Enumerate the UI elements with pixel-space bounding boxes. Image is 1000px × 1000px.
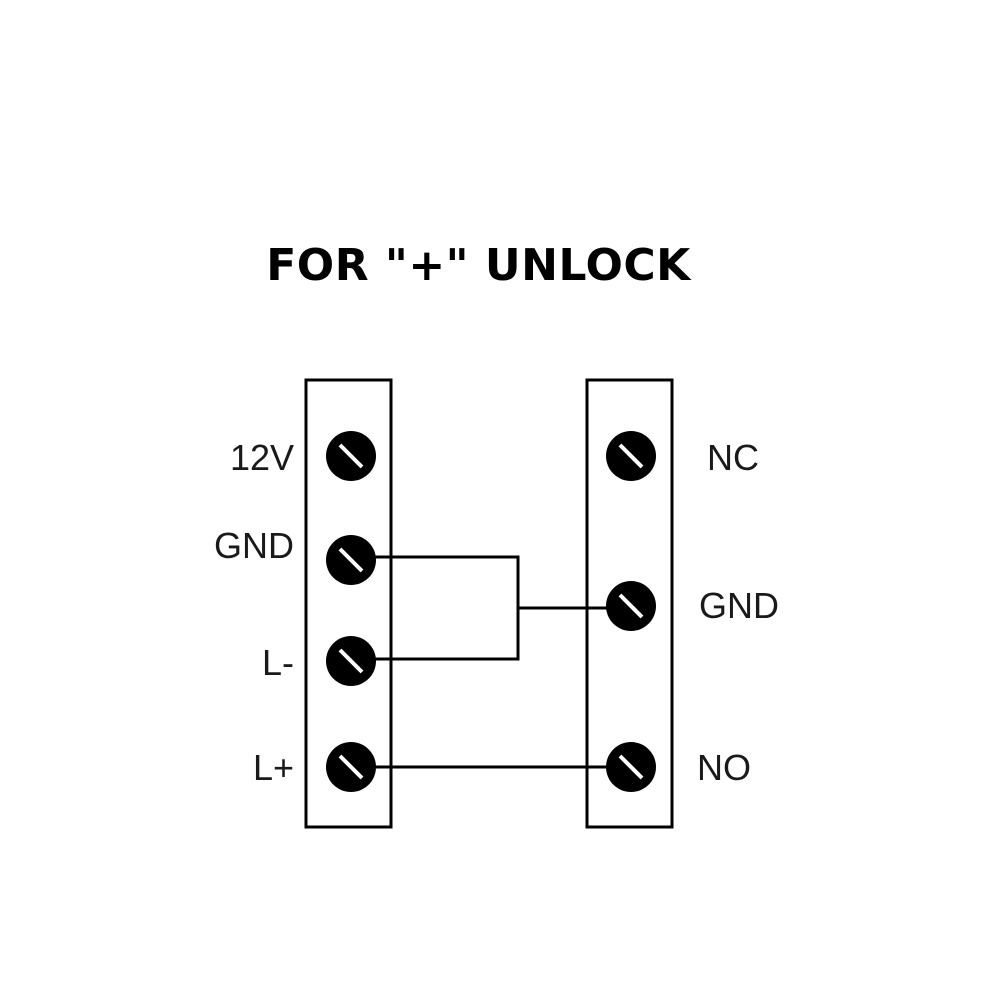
screw-terminal-icon — [606, 742, 656, 792]
screw-terminal-icon — [606, 581, 656, 631]
label-gnd-right: GND — [699, 585, 779, 626]
screw-terminal-icon — [326, 742, 376, 792]
screw-terminal-icon — [326, 636, 376, 686]
label-12v: 12V — [230, 437, 294, 478]
wire-left-gnd — [372, 555, 520, 608]
label-l-minus: L- — [262, 642, 294, 683]
wire-left-l-minus — [372, 608, 520, 661]
wires — [372, 555, 608, 769]
screw-terminal-icon — [326, 431, 376, 481]
label-gnd-left: GND — [214, 525, 294, 566]
right-terminal-block — [585, 378, 674, 829]
label-nc: NC — [707, 437, 759, 478]
diagram-title: FOR "+" UNLOCK — [266, 240, 691, 291]
left-terminal-block — [304, 378, 393, 829]
screw-terminal-icon — [326, 535, 376, 585]
screw-terminal-icon — [606, 431, 656, 481]
label-l-plus: L+ — [253, 747, 294, 788]
label-no: NO — [697, 747, 751, 788]
